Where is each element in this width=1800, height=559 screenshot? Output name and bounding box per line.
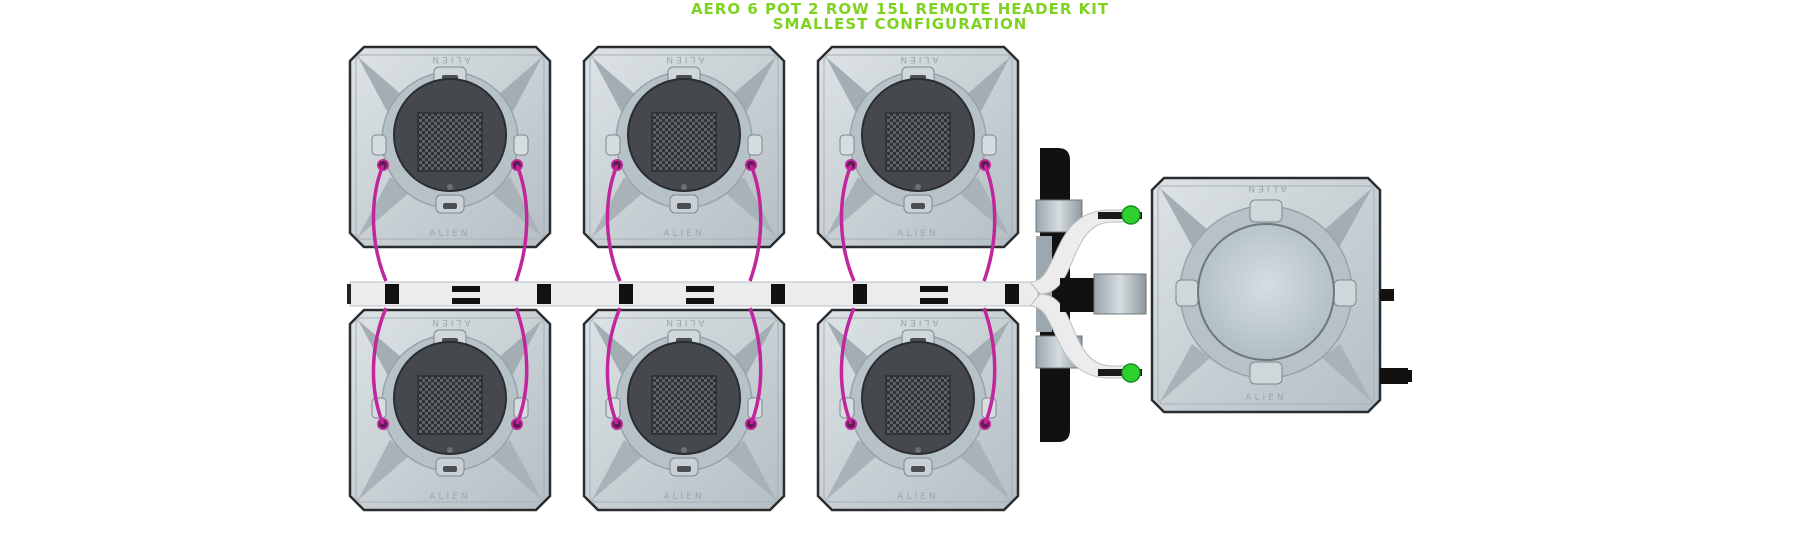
svg-text:ALIEN: ALIEN — [1245, 183, 1286, 193]
pipe-fittings — [347, 284, 1019, 304]
diagram-title: AERO 6 POT 2 ROW 15L REMOTE HEADER KIT — [690, 0, 1110, 18]
valve-top — [1098, 205, 1142, 225]
valve-bottom — [1098, 363, 1142, 383]
pot-top-2 — [582, 45, 786, 249]
tank-outlets — [1380, 289, 1412, 384]
pot-top-3 — [816, 45, 1020, 249]
pot-top-1 — [348, 45, 552, 249]
diagram-subtitle: SMALLEST CONFIGURATION — [772, 15, 1028, 33]
svg-text:ALIEN: ALIEN — [1245, 393, 1286, 403]
reservoir-tank: ALIEN ALIEN — [1150, 176, 1382, 414]
